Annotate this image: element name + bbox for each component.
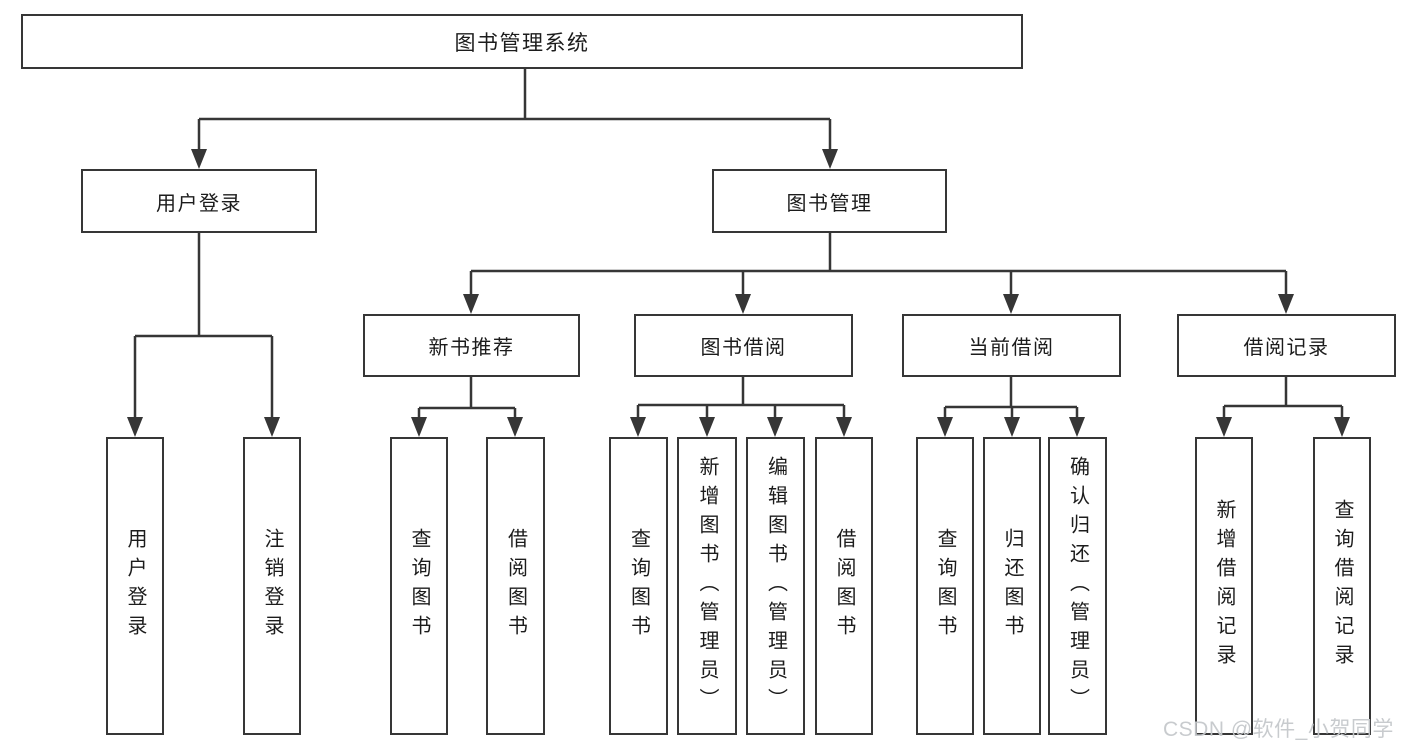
leaf-add-books-admin: 新增图书（管理员）: [677, 437, 737, 735]
node-label: 查询借阅记录: [1331, 499, 1353, 673]
node-label: 借阅记录: [1243, 337, 1330, 359]
leaf-add-borrowing-record: 新增借阅记录: [1195, 437, 1253, 735]
node-label: 归还图书: [1001, 528, 1023, 644]
node-label: 注销登录: [261, 528, 283, 644]
node-label: 图书管理: [786, 192, 873, 215]
node-label: 用户登录: [156, 192, 242, 215]
node-label: 借阅图书: [504, 528, 527, 644]
node-current-borrowing: 当前借阅: [902, 314, 1121, 377]
node-label: 图书借阅: [700, 337, 787, 359]
leaf-confirm-return-admin: 确认归还（管理员）: [1048, 437, 1107, 735]
leaf-return-books: 归还图书: [983, 437, 1041, 735]
leaf-query-books: 查询图书: [609, 437, 668, 735]
node-label: 编辑图书（管理员）: [764, 455, 787, 717]
node-label: 查询图书: [627, 528, 650, 644]
node-label: 查询图书: [934, 528, 956, 644]
leaf-logout: 注销登录: [243, 437, 301, 735]
csdn-watermark: CSDN @软件_小贺同学: [1163, 718, 1394, 741]
node-label: 新增图书（管理员）: [696, 455, 718, 717]
node-label: 当前借阅: [968, 337, 1055, 359]
leaf-user-login: 用户登录: [106, 437, 164, 735]
node-label: 确认归还（管理员）: [1066, 455, 1089, 717]
leaf-borrow-books: 借阅图书: [815, 437, 873, 735]
node-label: 新增借阅记录: [1213, 499, 1235, 673]
node-label: 用户登录: [124, 528, 146, 644]
node-user-login: 用户登录: [81, 169, 317, 233]
node-label: 查询图书: [408, 528, 430, 644]
leaf-edit-books-admin: 编辑图书（管理员）: [746, 437, 805, 735]
node-new-book-recommendation: 新书推荐: [363, 314, 580, 377]
leaf-borrow-books: 借阅图书: [486, 437, 545, 735]
node-root-system: 图书管理系统: [21, 14, 1023, 69]
leaf-query-books: 查询图书: [916, 437, 974, 735]
node-label: 新书推荐: [428, 337, 515, 359]
leaf-query-books: 查询图书: [390, 437, 448, 735]
node-book-borrowing: 图书借阅: [634, 314, 853, 377]
node-book-management: 图书管理: [712, 169, 947, 233]
node-borrowing-records: 借阅记录: [1177, 314, 1396, 377]
node-label: 图书管理系统: [454, 31, 590, 55]
leaf-query-borrowing-record: 查询借阅记录: [1313, 437, 1371, 735]
node-label: 借阅图书: [833, 528, 855, 644]
